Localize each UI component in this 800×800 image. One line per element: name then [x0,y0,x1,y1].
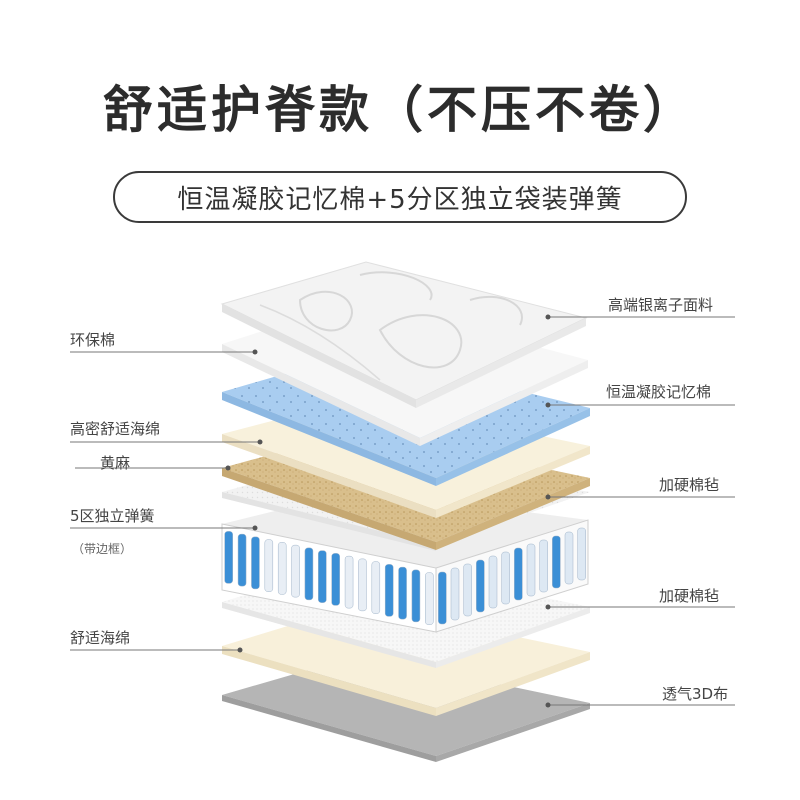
label-high-density-foam: 高密舒适海绵 [70,420,161,438]
spring-coil [564,531,574,585]
spring-coil [358,558,367,612]
label-3d-mesh: 透气3D布 [662,685,729,703]
spring-coil [526,543,536,597]
left-leader-lines [70,351,260,651]
springs-front-face [224,531,434,625]
spring-coil [251,536,260,590]
spring-coil [264,539,274,592]
spring-coil [501,551,510,605]
spring-coil [384,564,394,617]
spring-coil [398,566,407,620]
spring-coil [331,553,340,606]
springs-side-face [438,527,586,625]
spring-coil [514,547,523,601]
left-leader-dots [225,349,263,653]
spring-coil [425,572,434,625]
spring-coil [450,567,460,621]
spring-coil [237,533,247,587]
right-leader-lines [548,316,735,706]
spring-coil [488,555,498,609]
label-silver-ion-fabric: 高端银离子面料 [608,296,714,314]
right-leader-dots [545,314,551,708]
spring-coil [344,555,354,609]
spring-coil [438,571,447,625]
spring-coil [539,539,548,593]
spring-coil [318,550,327,603]
spring-coil [552,535,561,589]
spring-coil [371,561,381,614]
page-title: 舒适护脊款（不压不卷） [103,81,697,139]
spring-coil [463,563,472,617]
label-eco-cotton: 环保棉 [70,331,116,349]
spring-coil [277,542,287,595]
subtitle-text: 恒温凝胶记忆棉+5分区独立袋装弹簧 [177,184,623,215]
label-springs-note: （带边框） [72,542,133,556]
spring-coil [476,559,485,613]
spring-coil [291,544,300,598]
spring-coil [224,531,233,584]
label-felt-top: 加硬棉毡 [659,476,720,494]
spring-coil [577,527,586,581]
layer-silver-ion-fabric [220,261,588,408]
label-felt-bottom: 加硬棉毡 [659,587,720,605]
label-comfort-foam: 舒适海绵 [70,629,131,647]
spring-coil [411,569,421,623]
spring-coil [304,547,314,601]
label-pocket-springs: 5区独立弹簧 [70,507,155,525]
label-gel-memory-foam: 恒温凝胶记忆棉 [606,383,712,401]
label-jute: 黄麻 [100,454,131,472]
subtitle-pill: 恒温凝胶记忆棉+5分区独立袋装弹簧 [113,171,687,223]
